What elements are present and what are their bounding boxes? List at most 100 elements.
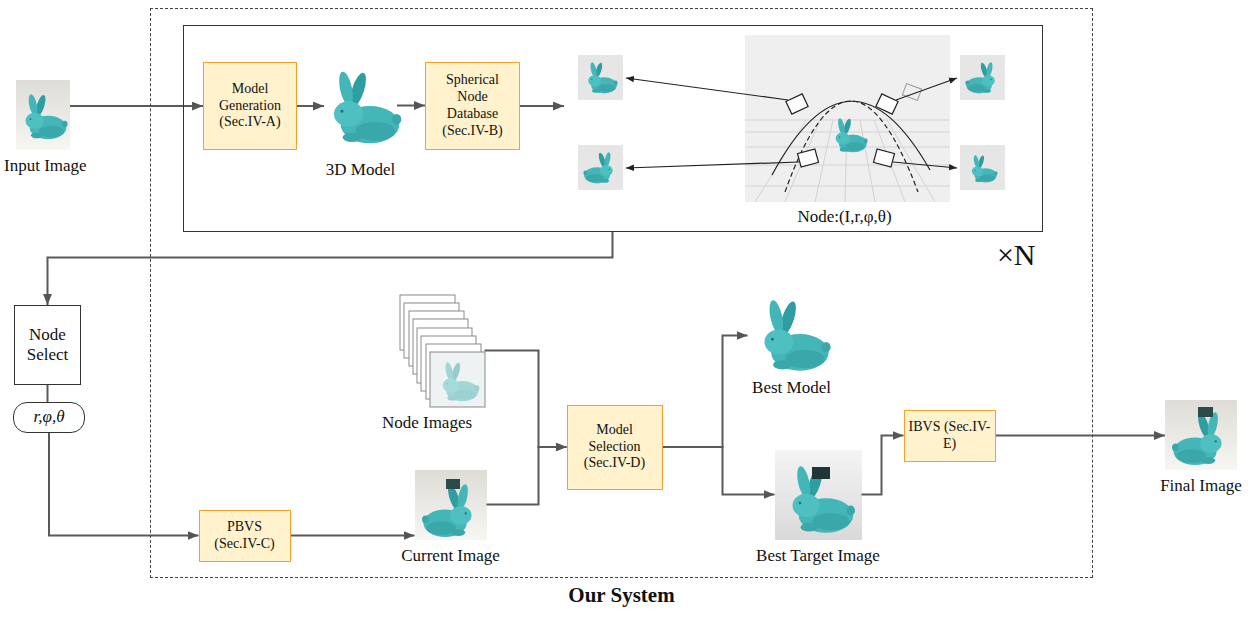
node-thumbnail <box>965 62 994 94</box>
camera-image <box>415 470 487 540</box>
flow-arrow <box>47 385 49 402</box>
view-arc <box>785 101 918 192</box>
final-image <box>1165 400 1237 470</box>
camera-image <box>422 483 472 537</box>
flow-arrow <box>996 435 1166 437</box>
image-stack <box>400 295 485 407</box>
final-image <box>1165 400 1237 470</box>
node-thumbnail <box>578 55 623 100</box>
process-box: Model Selection (Sec.IV-D) <box>567 405 663 490</box>
process-box: IBVS (Sec.IV-E) <box>904 410 996 462</box>
flow-arrow <box>487 447 567 505</box>
image-stack <box>443 362 480 402</box>
image-stack: Node Images <box>400 295 485 407</box>
model-figure: 3D Model <box>324 57 397 154</box>
node-thumbnail <box>578 55 1005 190</box>
box-label: Spherical Node Database (Sec.IV-B) <box>430 72 515 139</box>
node-thumbnail <box>972 155 998 183</box>
node-thumbnail <box>578 145 623 190</box>
node-thumbnail <box>583 152 612 184</box>
caption-text: Input Image <box>4 156 87 175</box>
ground-grid <box>860 120 875 202</box>
process-box: PBVS (Sec.IV-C) <box>199 510 291 562</box>
caption-holder: Our System <box>568 583 674 608</box>
caption-holder: ×N <box>997 237 1036 273</box>
target-image <box>793 465 855 533</box>
flow-arrow <box>663 447 775 495</box>
caption-text: Best Target Image <box>756 546 880 565</box>
process-box: Spherical Node Database (Sec.IV-B) <box>425 62 520 150</box>
final-image <box>1198 407 1213 417</box>
caption-text: Node:(I,r,φ,θ) <box>797 207 891 226</box>
camera-image: Current Image <box>415 470 487 540</box>
model-figure <box>765 299 831 371</box>
node-sphere-figure: Node:(I,r,φ,θ) <box>564 34 1019 201</box>
caption-text: ×N <box>997 238 1036 271</box>
caption-holder: 3D Model <box>326 160 395 180</box>
camera-symbol <box>876 94 898 114</box>
select-box: Node Select <box>14 305 81 385</box>
node-sphere-figure <box>578 35 1005 202</box>
leader-line <box>626 78 788 100</box>
caption-holder: Best Target Image <box>756 546 880 566</box>
leader-line <box>626 162 799 168</box>
caption-holder: Current Image <box>401 546 500 566</box>
flow-arrow <box>663 336 748 448</box>
target-image: Best Target Image <box>775 450 862 540</box>
leader-line <box>893 162 957 168</box>
node-sphere-figure <box>745 35 950 202</box>
parameter-pill: r,φ,θ <box>13 402 85 432</box>
box-label: IBVS (Sec.IV-E) <box>909 419 991 453</box>
model-figure <box>765 299 831 371</box>
input-photo <box>16 80 70 150</box>
target-image <box>775 450 862 540</box>
flow-arrow <box>297 105 324 107</box>
flow-arrow <box>397 105 425 107</box>
connector-group <box>48 106 1166 536</box>
camera-symbol <box>786 94 808 114</box>
caption-text: Our System <box>568 583 674 607</box>
camera-symbol <box>797 149 818 167</box>
leader-line <box>896 78 957 100</box>
camera-image <box>422 483 472 537</box>
caption-text: 3D Model <box>326 160 395 179</box>
node-thumbnail <box>960 145 1005 190</box>
model-figure <box>334 70 401 143</box>
process-box: Model Generation (Sec.IV-A) <box>203 62 297 150</box>
input-image: Input Image <box>16 80 70 150</box>
camera-image <box>415 470 487 540</box>
flow-arrow <box>520 105 564 107</box>
final-image: Final Image <box>1165 400 1237 470</box>
ground-grid <box>785 120 820 202</box>
caption-holder: Input Image <box>4 156 87 176</box>
system-boundary: Our System×NModel Generation (Sec.IV-A)3… <box>150 8 1093 578</box>
caption-text: Current Image <box>401 546 500 565</box>
target-image <box>775 450 862 540</box>
box-label: PBVS (Sec.IV-C) <box>204 519 286 553</box>
final-image <box>1172 411 1222 465</box>
target-image <box>812 467 830 479</box>
caption-holder: Final Image <box>1160 476 1242 496</box>
box-label: Node Select <box>19 325 76 366</box>
input-photo <box>26 94 68 140</box>
caption-text: Node Images <box>382 413 472 432</box>
flow-arrow <box>49 433 199 536</box>
caption-text: Final Image <box>1160 476 1242 495</box>
node-thumbnail <box>583 152 612 184</box>
repeat-block: ×NModel Generation (Sec.IV-A)3D ModelSph… <box>183 25 1043 232</box>
image-stack <box>430 352 485 407</box>
flow-arrow <box>862 436 904 495</box>
leader-line <box>626 78 957 168</box>
box-label: Model Selection (Sec.IV-D) <box>572 422 658 472</box>
camera-image <box>446 479 460 489</box>
camera-symbol <box>873 149 894 167</box>
final-image <box>1172 411 1222 465</box>
node-thumbnail <box>588 62 617 94</box>
flow-arrow <box>48 232 613 306</box>
caption-holder: Node Images <box>382 413 472 433</box>
flow-arrow <box>485 351 567 448</box>
node-thumbnail <box>965 62 994 94</box>
caption-holder: Node:(I,r,φ,θ) <box>797 207 891 227</box>
ground-grid <box>745 186 950 187</box>
